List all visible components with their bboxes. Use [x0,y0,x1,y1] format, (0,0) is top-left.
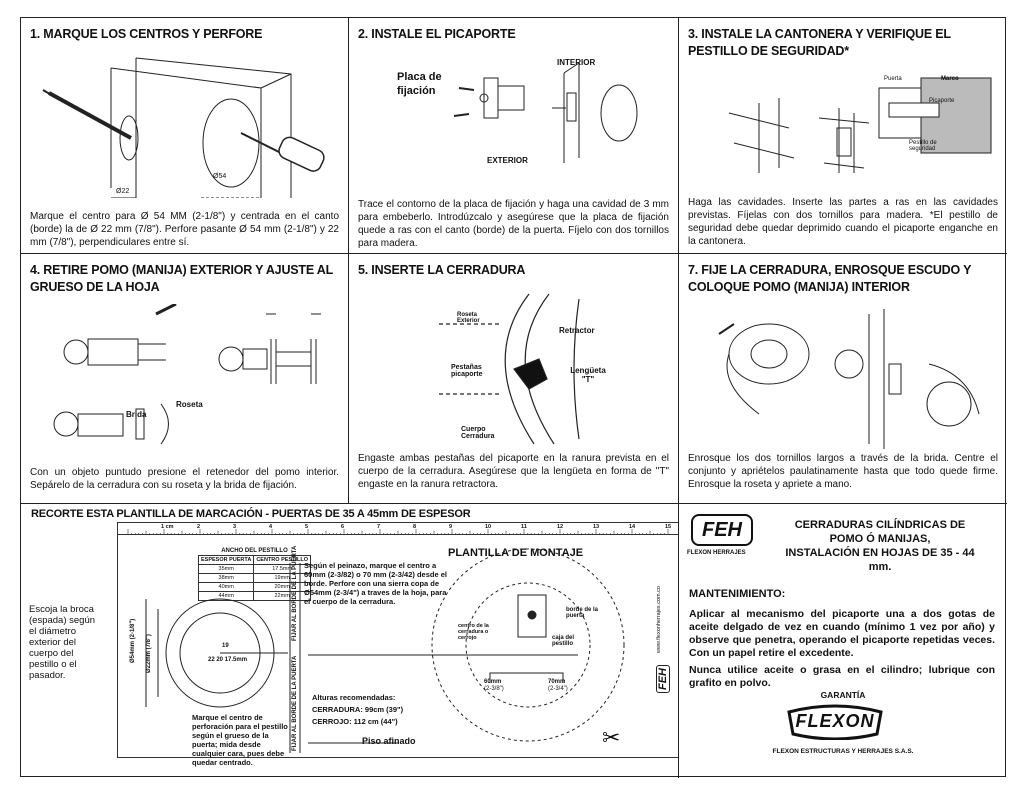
ruler-label: 6 [341,524,345,530]
step-1-text: Marque el centro para Ø 54 MM (2-1/8") y… [30,211,339,248]
label-roseta: Roseta [176,400,203,409]
step-4-panel: 4. RETIRE POMO (MANIJA) EXTERIOR Y AJUST… [21,254,349,504]
template-instructions: Según el peinazo, marque el centro a 60m… [304,561,447,606]
template-side-note: Escoja la broca (espada) según el diámet… [29,604,96,681]
label-interior: INTERIOR [557,58,596,67]
ruler-label: 11 [521,524,527,530]
step-5-panel: 5. INSERTE LA CERRADURA Roseta Exterior … [349,254,679,504]
step-7-title: 7. FIJE LA CERRADURA, ENROSQUE ESCUDO Y … [688,263,971,294]
ruler-label: 3 [233,524,237,530]
vertical-label-2: FIJAR AL BORDE DE LA PUERTA [292,655,298,751]
maintenance-title: MANTENIMIENTO: [689,588,786,600]
label-centro: centro de la cerradura o cerrojo [458,623,489,641]
step-3-title: 3. INSTALE LA CANTONERA Y VERIFIQUE EL P… [688,27,951,58]
label-retractor: Retractor [559,326,595,335]
scissors-icon: ✂ [602,725,621,750]
step-1-panel: 1. MARQUE LOS CENTROS Y PERFORE Ø22 Ø54 [21,18,349,254]
plantilla-title: PLANTILLA DE MONTAJE [448,547,584,559]
width-table: ANCHO DEL PESTILLO ESPESOR PUERTA CENTRO… [197,547,311,601]
label-60: 60mm [484,679,502,685]
label-roseta-ext: Roseta Exterior [457,312,480,324]
step-5-title: 5. INSERTE LA CERRADURA [358,263,526,277]
label-marco: Marco [941,76,959,82]
ruler-label: 8 [413,524,417,530]
step-3-text: Haga las cavidades. Inserte las partes a… [688,197,998,247]
ruler: 1 cm 2 3 4 5 6 7 8 9 10 11 12 13 14 15 [118,523,678,535]
maintenance-text-1: Aplicar al mecanismo del picaporte una a… [689,608,995,659]
label-pestillo: Pestillo de seguridad [909,140,937,152]
alturas-title: Alturas recomendadas: [312,693,396,702]
label-exterior: EXTERIOR [487,156,528,165]
feh-logo: FEH [691,514,753,546]
step-3-panel: 3. INSTALE LA CANTONERA Y VERIFIQUE EL P… [679,18,1007,254]
label-borde: borde de la puerta [566,607,599,619]
dim-22: Ø22mm (7/8") [146,634,152,673]
lock-insert-illustration [439,289,619,449]
label-placa: Placa de fijación [397,71,442,97]
alturas-cerrojo: CERROJO: 112 cm (44") [312,717,398,726]
label-cuerpo: Cuerpo Cerradura [461,426,495,440]
website: www.flexonherrajes.com.co [656,586,662,653]
feh-sub: FLEXON HERRAJES [687,550,746,556]
template-drawing [145,548,625,753]
num-19: 19 [222,643,229,649]
step-2-title: 2. INSTALE EL PICAPORTE [358,27,516,41]
ruler-label: 7 [377,524,381,530]
drill-illustration [41,48,341,198]
flexon-logo: FLEXON [785,704,885,741]
label-d54: Ø54 [213,173,227,180]
step-2-panel: 2. INSTALE EL PICAPORTE Placa de fijació… [349,18,679,254]
ruler-label: 5 [305,524,309,530]
vertical-label-1: FIJAR AL BORDE DE LA PUERTA [292,545,298,641]
label-caja: caja del pestillo [552,635,575,647]
template-marque-text: Marque el centro de perforación para el … [192,713,288,767]
feh-small-logo: FEH [656,665,670,693]
knob-removal-illustration [36,304,336,454]
label-brida: Brida [126,410,147,419]
label-lengueta: Lengüeta "T" [570,366,606,384]
instruction-sheet: 1. MARQUE LOS CENTROS Y PERFORE Ø22 Ø54 [20,17,1007,778]
step-1-title: 1. MARQUE LOS CENTROS Y PERFORE [30,27,263,41]
label-pestanas: Pestañas picaporte [451,364,483,378]
ruler-label: 12 [557,524,564,530]
product-title: CERRADURAS CILÍNDRICAS DE POMO Ó MANIJAS… [785,519,975,573]
template-title: RECORTE ESTA PLANTILLA DE MARCACIÓN - PU… [31,508,471,520]
num-row: 22 20 17.5mm [208,657,248,663]
ruler-label: 2 [197,524,201,530]
step-2-text: Trace el contorno de la placa de fijació… [358,199,669,249]
ruler-label: 14 [629,524,636,530]
step-7-panel: 7. FIJE LA CERRADURA, ENROSQUE ESCUDO Y … [679,254,1007,504]
ruler-label: 10 [485,524,492,530]
fix-lock-illustration [699,304,999,454]
step-7-text: Enrosque los dos tornillos largos a trav… [688,453,998,490]
ruler-label: 15 [665,524,672,530]
step-5-text: Engaste ambas pestañas del picaporte en … [358,453,669,490]
label-picaporte: Picaporte [929,98,955,104]
ruler-label: 13 [593,524,600,530]
ruler-label: 1 cm [161,524,174,530]
label-70: 70mm [548,679,566,685]
latch-illustration [444,58,654,168]
template-panel: RECORTE ESTA PLANTILLA DE MARCACIÓN - PU… [21,504,679,778]
flexon-company: FLEXON ESTRUCTURAS Y HERRAJES S.A.S. [772,748,914,755]
strike-illustration [699,73,999,178]
step-4-title: 4. RETIRE POMO (MANIJA) EXTERIOR Y AJUST… [30,263,333,294]
ruler-label: 9 [449,524,453,530]
template-cutout: 1 cm 2 3 4 5 6 7 8 9 10 11 12 13 14 15 PLANTILLA DE MO… [117,522,678,767]
label-70b: (2-3/4") [548,686,568,692]
info-panel: FEH FLEXON HERRAJES CERRADURAS CILÍNDRIC… [679,504,1007,778]
label-puerta: Puerta [884,76,902,82]
piso-label: Piso afinado [362,736,416,746]
alturas-cerradura: CERRADURA: 99cm (39") [312,705,404,714]
step-4-text: Con un objeto puntudo presione el retene… [30,467,339,491]
ruler-label: 4 [269,524,273,530]
warranty-label: GARANTÍA [820,690,866,700]
label-d22: Ø22 [116,188,130,195]
label-60b: (2-3/8") [484,686,504,692]
table-title: ANCHO DEL PESTILLO [221,548,288,554]
dim-54: Ø54mm (2-1/8") [130,618,136,663]
maintenance-text-2: Nunca utilice aceite o grasa en el cilin… [689,664,995,689]
